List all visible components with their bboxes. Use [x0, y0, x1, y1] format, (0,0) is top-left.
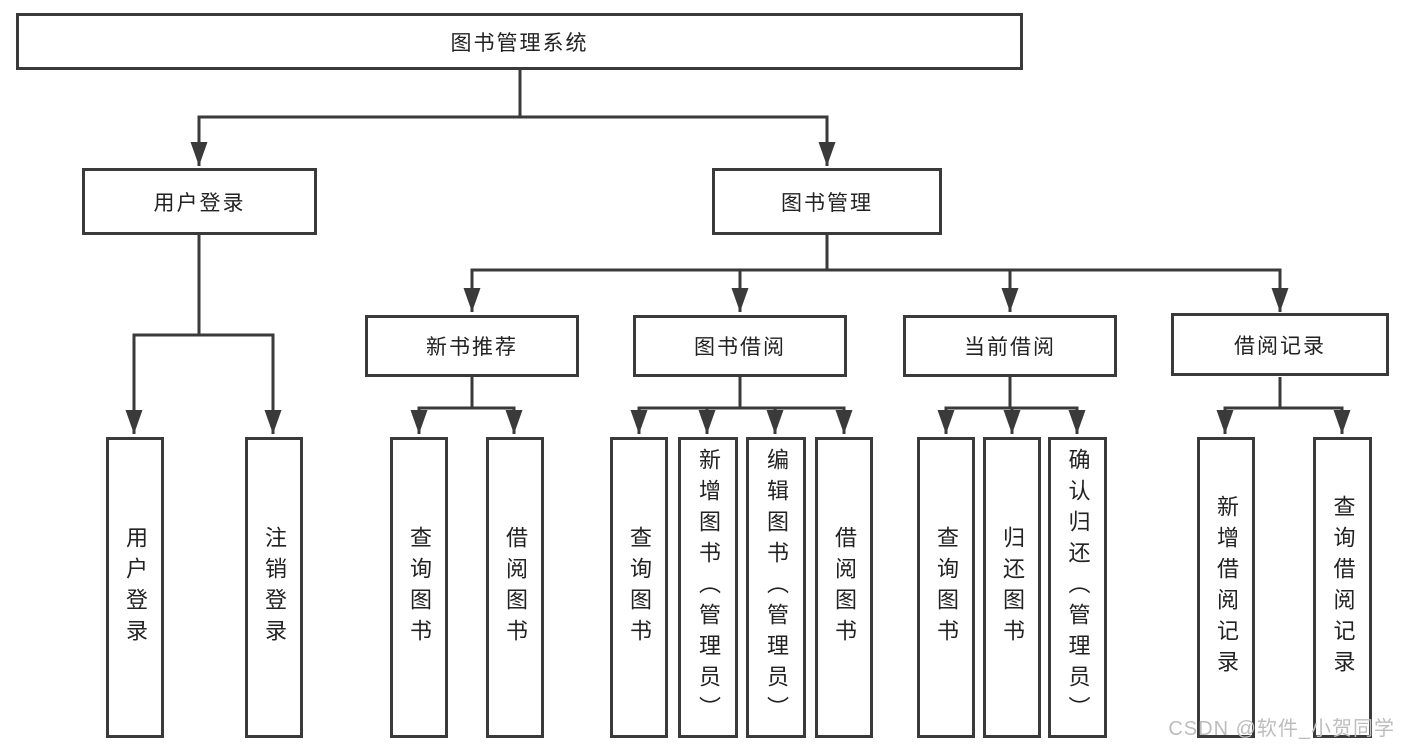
watermark: CSDN @软件_小贺同学 — [1168, 718, 1395, 740]
node-book-management: 图书管理 — [712, 168, 942, 235]
leaf-borrow-book-1: 借阅图书 — [486, 437, 544, 738]
node-root: 图书管理系统 — [16, 13, 1023, 70]
leaf-query-book-1-label: 查询图书 — [407, 525, 432, 650]
leaf-query-book-3: 查询图书 — [917, 437, 975, 738]
leaf-return-book: 归还图书 — [983, 437, 1041, 738]
leaf-query-borrow-record: 查询借阅记录 — [1313, 437, 1372, 738]
leaf-logout: 注销登录 — [245, 437, 303, 738]
leaf-query-book-1: 查询图书 — [390, 437, 448, 738]
leaf-query-borrow-record-label: 查询借阅记录 — [1330, 494, 1356, 681]
leaf-user-login: 用户登录 — [106, 437, 164, 738]
wire-borrow-children — [630, 406, 853, 434]
node-current-borrow-label: 当前借阅 — [964, 336, 1056, 359]
node-borrow-record-label: 借阅记录 — [1234, 334, 1326, 358]
leaf-add-book-admin-label: 新增图书（管理员） — [696, 448, 721, 727]
wire-newbook-children — [410, 406, 523, 434]
node-new-book-recommend: 新书推荐 — [365, 315, 579, 377]
leaf-confirm-return-admin-label: 确认归还（管理员） — [1065, 448, 1091, 727]
node-book-borrow-label: 图书借阅 — [694, 336, 786, 359]
wire-level2 — [463, 268, 1289, 312]
node-user-login: 用户登录 — [82, 168, 317, 235]
node-borrow-record: 借阅记录 — [1171, 313, 1389, 376]
wire-userlogin-children — [125, 333, 282, 434]
leaf-borrow-book-2: 借阅图书 — [815, 437, 873, 738]
leaf-borrow-book-2-label: 借阅图书 — [832, 525, 857, 650]
wire-level1 — [190, 115, 836, 166]
leaf-add-book-admin: 新增图书（管理员） — [678, 437, 738, 738]
node-user-login-label: 用户登录 — [153, 191, 246, 215]
node-book-management-label: 图书管理 — [781, 191, 873, 215]
leaf-borrow-book-1-label: 借阅图书 — [503, 525, 528, 650]
node-new-book-recommend-label: 新书推荐 — [426, 336, 518, 359]
node-book-borrow: 图书借阅 — [633, 315, 847, 377]
leaf-query-book-2-label: 查询图书 — [627, 525, 652, 650]
leaf-user-login-label: 用户登录 — [123, 525, 148, 650]
node-current-borrow: 当前借阅 — [903, 315, 1117, 377]
leaf-edit-book-admin: 编辑图书（管理员） — [746, 437, 806, 738]
leaf-query-book-3-label: 查询图书 — [934, 525, 959, 650]
node-root-label: 图书管理系统 — [450, 31, 589, 55]
leaf-confirm-return-admin: 确认归还（管理员） — [1048, 437, 1107, 738]
leaf-edit-book-admin-label: 编辑图书（管理员） — [764, 448, 789, 727]
wire-record-children — [1216, 406, 1351, 434]
leaf-logout-label: 注销登录 — [262, 525, 287, 650]
leaf-add-borrow-record: 新增借阅记录 — [1197, 437, 1255, 738]
leaf-return-book-label: 归还图书 — [1000, 525, 1025, 650]
leaf-add-borrow-record-label: 新增借阅记录 — [1214, 494, 1239, 681]
leaf-query-book-2: 查询图书 — [610, 437, 668, 738]
